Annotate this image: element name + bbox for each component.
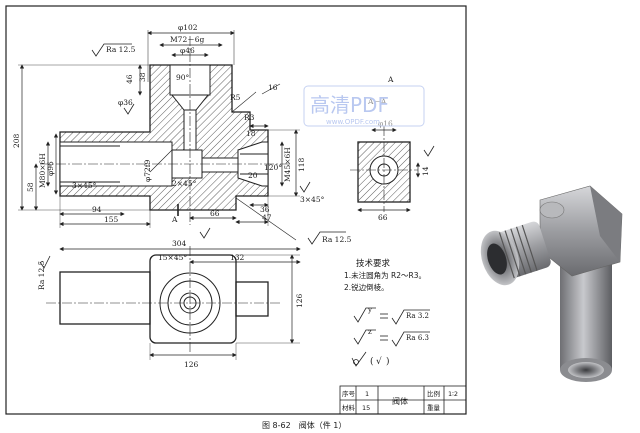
notes-item-2: 2.锐边倒棱。	[344, 282, 389, 292]
watermark-sub: www.OPDF.com	[326, 118, 380, 126]
roughness-ra-note: Ra 12.5	[322, 235, 352, 244]
valve-body-3d-render	[480, 185, 623, 382]
dim-chamfer3: 3×45°	[72, 181, 97, 190]
dim-20: 20	[248, 171, 258, 180]
tb-part-name: 阀体	[392, 396, 408, 406]
roughness-equations	[351, 307, 430, 367]
dim-304: 304	[172, 239, 187, 248]
dim-94: 94	[92, 205, 102, 214]
dim-38: 38	[138, 72, 147, 82]
sheet-frame	[5, 5, 467, 415]
dim-46: 46	[125, 74, 134, 84]
notes-title: 技术要求	[356, 258, 391, 269]
dim-16: 16	[268, 83, 278, 92]
dim-angle90: 90°	[176, 73, 190, 82]
dim-36: 36	[260, 205, 270, 214]
eq-mark-check: √	[376, 356, 382, 367]
top-view	[39, 246, 301, 360]
figure-caption: 图 8-62 阀体（件 1）	[262, 420, 346, 430]
eq-mark-open: (	[370, 356, 374, 367]
dim-top-126v: 126	[295, 293, 304, 308]
dim-m80: M80×6H	[38, 153, 47, 188]
roughness-ra-top: Ra 12.5	[106, 45, 136, 54]
tb-material-value: 15	[362, 404, 370, 412]
front-section-view	[18, 30, 300, 241]
dim-155: 155	[104, 215, 119, 224]
dim-phi36: φ36	[118, 98, 133, 107]
tb-scale-label: 比例	[427, 389, 440, 398]
eq-ra32: Ra 3.2	[406, 312, 429, 320]
dim-angle120: 120°	[264, 163, 282, 172]
dim-side-66: 66	[378, 213, 388, 222]
dim-phi46: φ46	[180, 46, 195, 55]
notes-item-1: 1.未注圆角为 R2～R3。	[344, 270, 426, 280]
dim-118: 118	[297, 157, 306, 172]
eq-z: z	[368, 328, 372, 336]
side-section-view	[350, 126, 421, 213]
dim-132: 132	[230, 253, 245, 262]
tb-seq-value: 1	[365, 390, 369, 398]
watermark-logo: 高清PDF www.OPDF.com	[303, 85, 425, 127]
eq-mark-close: )	[386, 356, 390, 367]
roughness-equation-texts: y Ra 3.2 z Ra 6.3 ( √ )	[367, 306, 429, 367]
dim-phi96: φ96	[46, 161, 55, 176]
dim-m45: M45×6H	[283, 147, 292, 182]
dim-r3: R3	[244, 113, 255, 122]
dim-208: 208	[12, 133, 21, 148]
dim-top-126h: 126	[184, 360, 199, 369]
dim-58: 58	[26, 182, 35, 192]
dim-14: 14	[421, 166, 430, 176]
dim-m72: M72－6g	[170, 35, 204, 44]
front-dimension-texts: φ102 M72－6g φ46 46 38 90° φ36 R5 R3 16 2…	[12, 23, 325, 224]
eq-y: y	[367, 306, 372, 314]
tb-seq-label: 序号	[342, 389, 356, 398]
eq-ra63: Ra 6.3	[406, 334, 429, 342]
title-block	[339, 385, 467, 415]
technical-requirements: 技术要求 1.未注圆角为 R2～R3。 2.锐边倒棱。 Ra 12.5	[322, 235, 426, 292]
tb-scale-value: 1∶2	[448, 390, 458, 398]
dim-chamfer15: 15×45°	[158, 253, 187, 262]
dim-18: 18	[246, 129, 256, 138]
dim-r5: R5	[230, 93, 241, 102]
title-block-texts: 序号 1 阀体 比例 1∶2 材料 15 重量	[342, 389, 458, 412]
dim-47: 47	[262, 213, 272, 222]
dim-phi72: φ72f9	[143, 159, 152, 182]
dim-66: 66	[210, 209, 220, 218]
top-view-texts: 304 15×45° 132 126 126 Ra 12.5	[37, 239, 304, 369]
watermark-main: 高清PDF	[310, 93, 389, 117]
section-label-a: A	[171, 215, 178, 224]
tb-weight-label: 重量	[427, 404, 441, 412]
roughness-ra-left: Ra 12.5	[37, 260, 46, 290]
dim-chamfer3b: 3×45°	[300, 195, 325, 204]
section-label-side: A	[387, 75, 394, 84]
roughness-symbols	[91, 43, 435, 245]
tb-material-label: 材料	[342, 403, 356, 412]
dim-phi102: φ102	[178, 23, 198, 32]
dim-chamfer2: 2×45°	[172, 179, 197, 188]
